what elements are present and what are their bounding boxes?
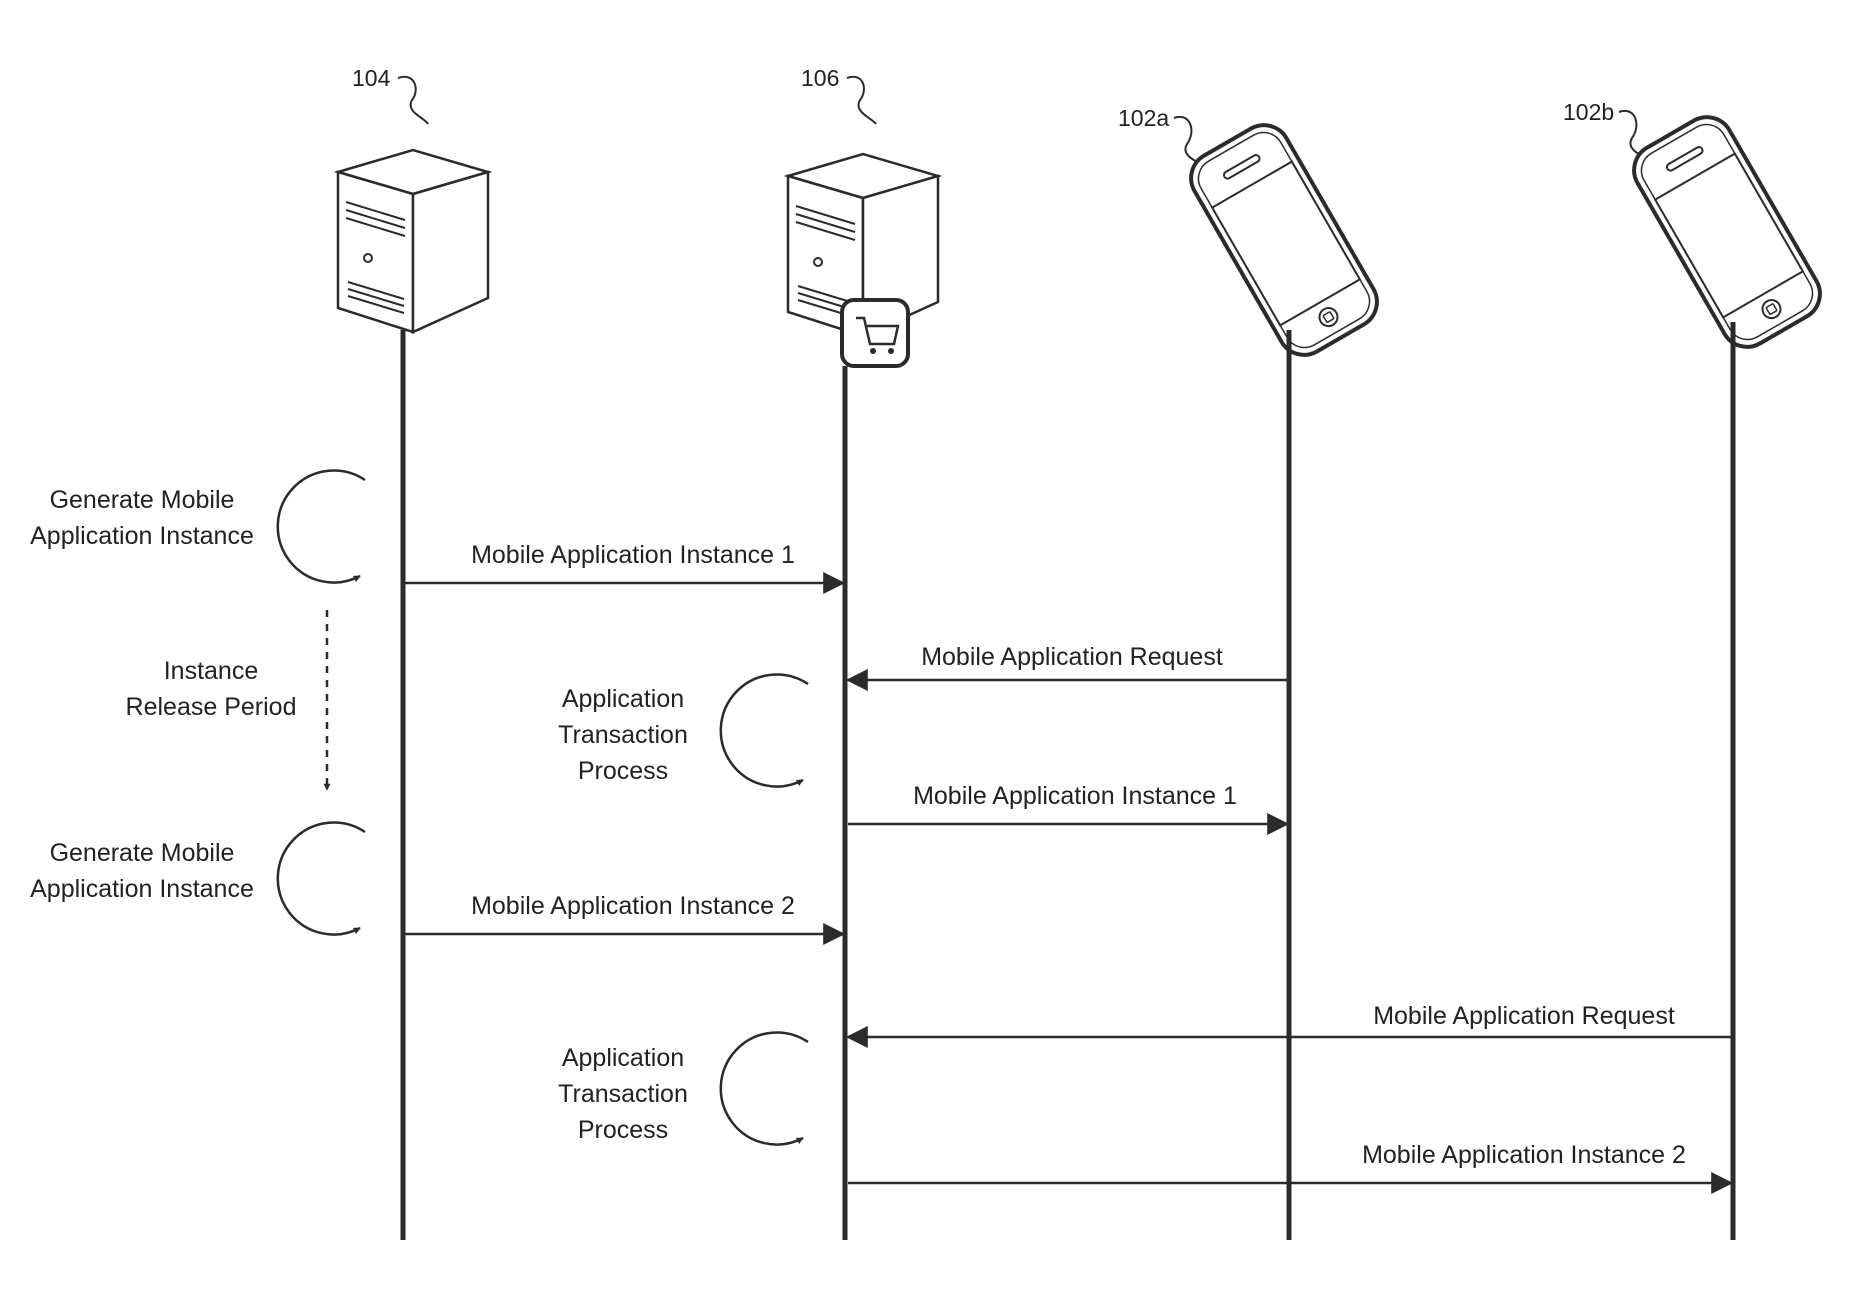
loop-arrow-generate-1 <box>278 471 365 583</box>
loop-arrow-generate-2 <box>278 823 365 935</box>
ref-label-104: 104 <box>352 65 391 91</box>
message-label-3: Mobile Application Instance 1 <box>913 782 1237 810</box>
message-label-6: Mobile Application Instance 2 <box>1362 1141 1686 1169</box>
release-period-label-line2: Release Period <box>126 693 297 721</box>
ref-label-102b: 102b <box>1563 99 1614 125</box>
leader-106 <box>847 77 876 124</box>
shopping-cart-icon <box>842 300 908 366</box>
loop-arrow-transaction-2 <box>721 1033 808 1145</box>
server-icon <box>338 150 488 332</box>
smartphone-icon <box>1182 116 1387 365</box>
process-label-transaction-2-line1: Application <box>562 1044 684 1072</box>
message-label-5: Mobile Application Request <box>1373 1002 1675 1030</box>
message-label-1: Mobile Application Instance 1 <box>471 541 795 569</box>
process-label-generate-1-line2: Application Instance <box>30 522 254 550</box>
leader-104 <box>398 77 428 124</box>
process-label-transaction-2-line2: Transaction <box>558 1080 688 1108</box>
process-label-generate-2-line2: Application Instance <box>30 875 254 903</box>
message-label-4: Mobile Application Instance 2 <box>471 892 795 920</box>
smartphone-icon <box>1625 108 1830 357</box>
ref-label-102a: 102a <box>1118 105 1169 131</box>
loop-arrow-transaction-1 <box>721 675 808 787</box>
process-label-transaction-1-line1: Application <box>562 685 684 713</box>
release-period-label-line1: Instance <box>164 657 259 685</box>
process-label-transaction-2-line3: Process <box>578 1116 668 1144</box>
process-label-transaction-1-line2: Transaction <box>558 721 688 749</box>
process-label-generate-2-line1: Generate Mobile <box>50 839 235 867</box>
process-label-transaction-1-line3: Process <box>578 757 668 785</box>
message-label-2: Mobile Application Request <box>921 643 1223 671</box>
ref-label-106: 106 <box>801 65 839 91</box>
process-label-generate-1-line1: Generate Mobile <box>50 486 235 514</box>
